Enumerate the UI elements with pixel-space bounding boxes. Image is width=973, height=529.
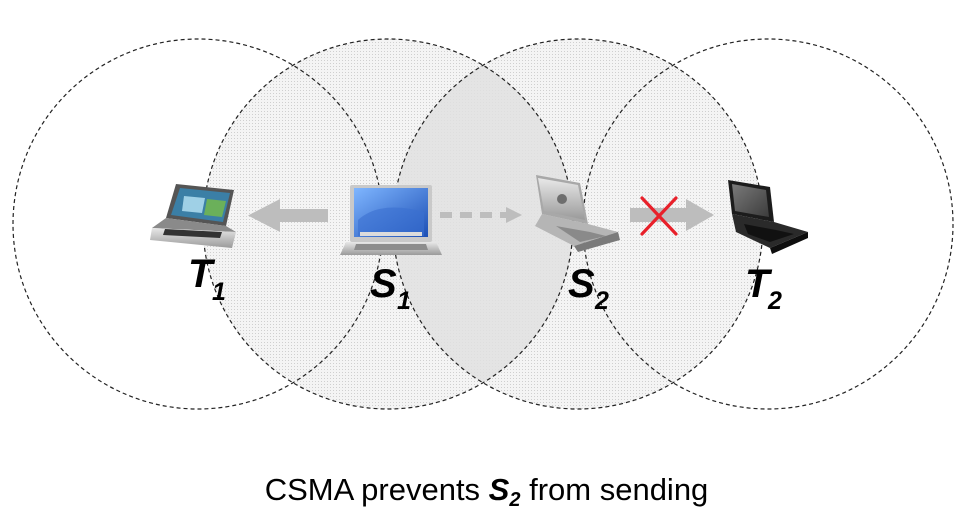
label-s1: S 1 [370, 262, 411, 315]
label-t1: T 1 [188, 252, 226, 306]
label-t1-subscript: 1 [212, 278, 226, 306]
caption-emphasis: S2 [488, 472, 521, 511]
label-s2-subscript: 2 [594, 287, 609, 315]
arrow-s1-to-t1 [248, 199, 328, 232]
caption-emph-subscript: 2 [509, 489, 521, 511]
blocked-x-icon [640, 196, 678, 236]
laptop-s1-icon [340, 185, 442, 255]
laptop-t2-icon [728, 180, 808, 254]
range-circle-t2 [582, 38, 954, 410]
label-s2-letter: S [568, 262, 595, 306]
label-t2: T 2 [745, 262, 782, 315]
label-t2-subscript: 2 [767, 287, 782, 315]
label-t2-letter: T [745, 262, 773, 306]
caption-emph-letter: S [488, 472, 510, 507]
label-s2: S 2 [568, 262, 609, 315]
caption-after: from sending [520, 472, 709, 507]
range-shading [203, 39, 763, 409]
laptop-t1-icon [150, 184, 236, 248]
diagram-caption: CSMA prevents S2 from sending [0, 472, 973, 512]
label-t1-letter: T [188, 252, 216, 296]
label-s1-letter: S [370, 262, 397, 306]
label-s1-subscript: 1 [397, 287, 411, 315]
caption-before: CSMA prevents [264, 472, 489, 507]
arrow-s1-to-s2-dashed [440, 207, 522, 223]
laptop-s2-icon [535, 175, 620, 252]
